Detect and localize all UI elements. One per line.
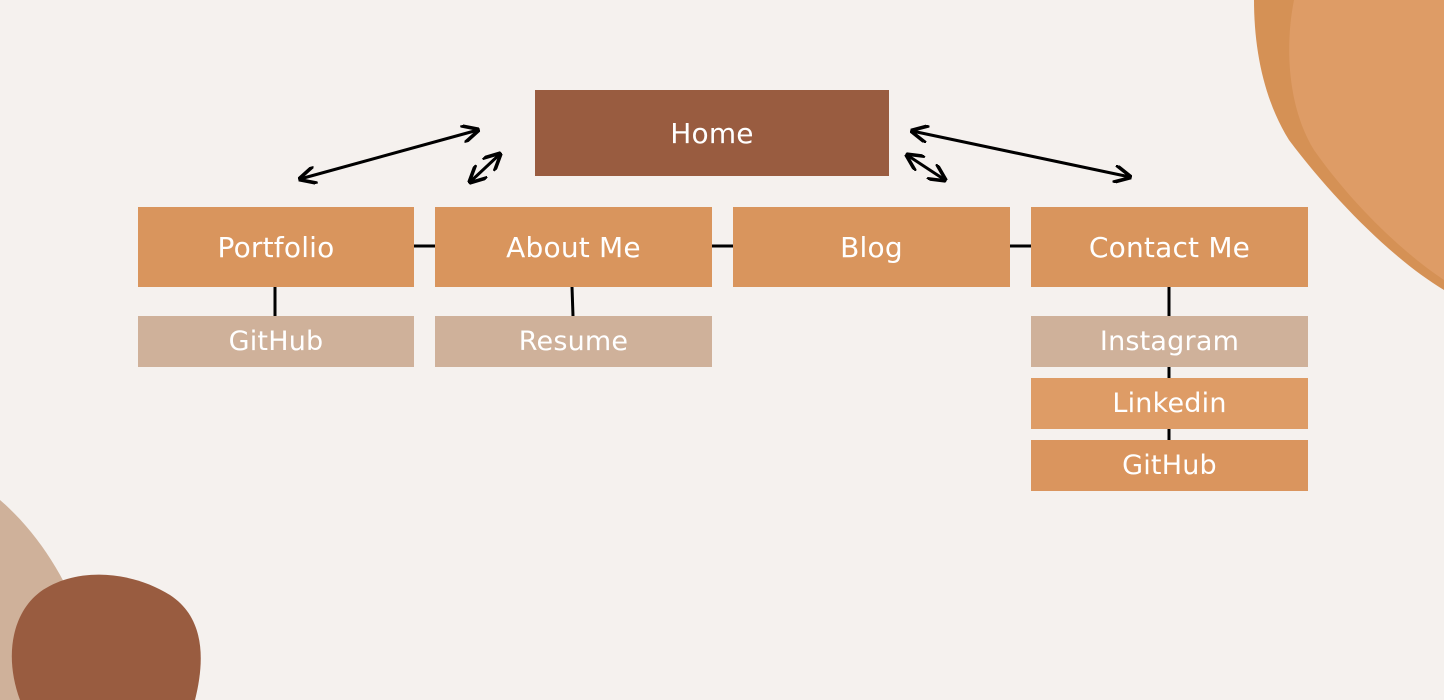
decorative-blob-top-right [1254, 0, 1444, 290]
linkedin-label: Linkedin [1112, 388, 1227, 419]
contact-github-node: GitHub [1031, 440, 1308, 491]
link-about-resume [570, 286, 575, 317]
home-arrows [300, 130, 1130, 182]
portfolio-node: Portfolio [138, 207, 414, 287]
contact-github-label: GitHub [1122, 450, 1217, 481]
instagram-node: Instagram [1031, 316, 1308, 367]
contact-node-label: Contact Me [1088, 230, 1251, 264]
portfolio-github-node: GitHub [138, 316, 414, 367]
blob-shape-dark [11, 574, 201, 700]
arrow-home-portfolio [300, 130, 478, 179]
about-node-label: About Me [506, 230, 641, 264]
instagram-label: Instagram [1099, 326, 1240, 357]
home-node-label: Home [670, 116, 754, 150]
resume-label: Resume [518, 326, 629, 357]
section-links [273, 244, 1171, 440]
blob-shape [1289, 0, 1444, 280]
portfolio-github-label: GitHub [228, 326, 324, 357]
blog-node-label: Blog [840, 230, 903, 264]
about-node: About Me [435, 207, 712, 287]
contact-node: Contact Me [1031, 207, 1308, 287]
blog-node: Blog [733, 207, 1010, 287]
arrow-home-blog [907, 155, 945, 180]
arrow-home-about [470, 154, 500, 182]
home-node: Home [535, 90, 889, 176]
linkedin-node: Linkedin [1031, 378, 1308, 429]
arrow-home-contact [912, 131, 1130, 177]
resume-node: Resume [435, 316, 712, 367]
decorative-blob-bottom-left [0, 500, 201, 700]
portfolio-node-label: Portfolio [217, 230, 335, 264]
